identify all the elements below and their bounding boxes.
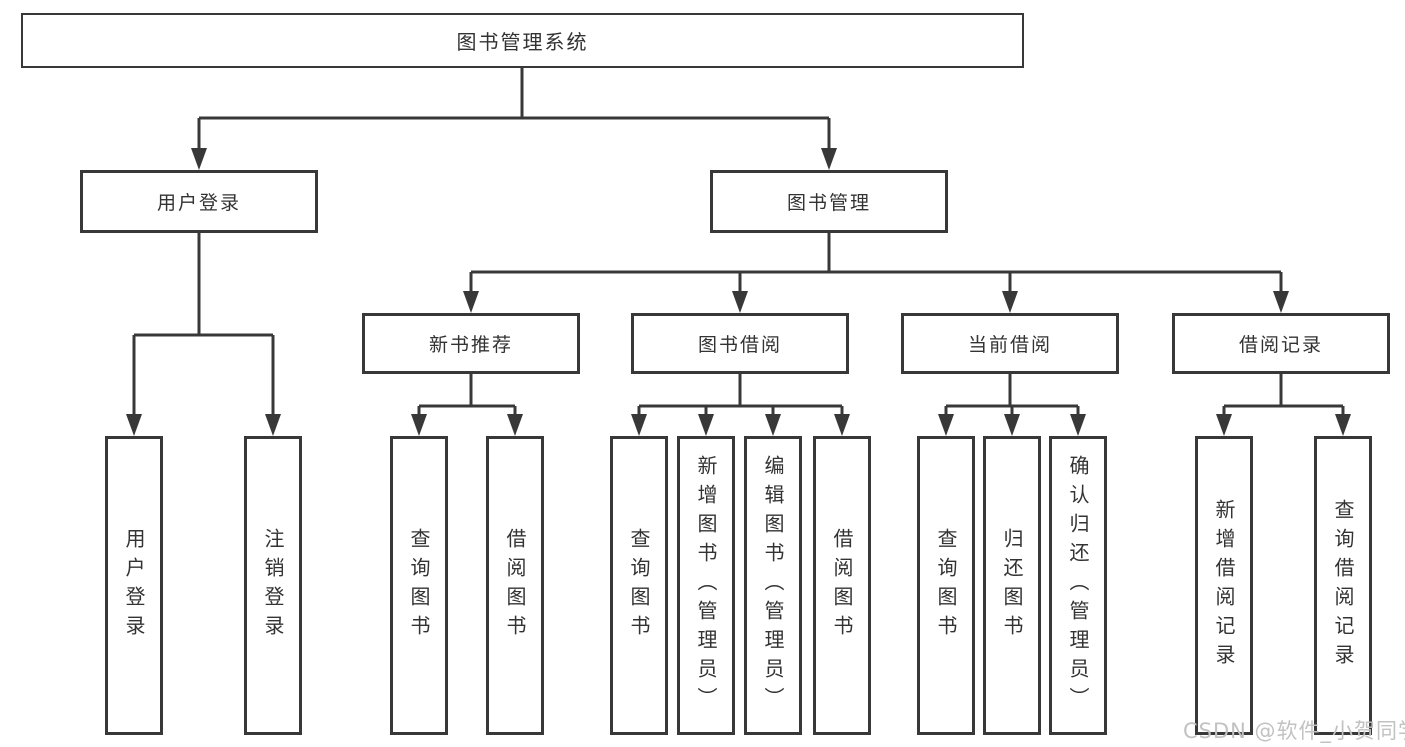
node-current-borrowing: 当前借阅	[901, 313, 1119, 374]
leaf-query-books: 查询图书	[390, 436, 448, 735]
leaf-query-books: 查询图书	[917, 436, 975, 735]
leaf-borrow-books: 借阅图书	[813, 436, 871, 735]
leaf-borrow-books: 借阅图书	[486, 436, 544, 735]
leaf-label: 新增借阅记录	[1212, 498, 1236, 673]
node-label: 图书管理系统	[456, 30, 589, 54]
leaf-query-borrow-record: 查询借阅记录	[1314, 436, 1372, 735]
arrowhead-icons	[126, 148, 1351, 436]
leaf-label: 编辑图书（管理员）	[761, 455, 785, 716]
node-label: 借阅记录	[1238, 334, 1323, 356]
leaf-label: 查询借阅记录	[1331, 498, 1355, 673]
leaf-return-books: 归还图书	[983, 436, 1041, 735]
leaf-label: 归还图书	[1000, 527, 1024, 644]
node-label: 用户登录	[156, 192, 241, 214]
csdn-watermark: CSDN @软件_小贺同学	[1183, 719, 1405, 743]
leaf-label: 注销登录	[261, 527, 285, 644]
leaf-label: 借阅图书	[503, 527, 527, 644]
node-root-system: 图书管理系统	[21, 13, 1024, 68]
leaf-logout: 注销登录	[244, 436, 302, 735]
node-book-borrowing: 图书借阅	[631, 313, 849, 374]
leaf-query-books: 查询图书	[610, 436, 668, 735]
leaf-user-login: 用户登录	[105, 436, 163, 735]
leaf-add-books-admin: 新增图书（管理员）	[677, 436, 735, 735]
leaf-label: 用户登录	[122, 527, 146, 644]
leaf-label: 查询图书	[627, 527, 651, 644]
leaf-confirm-return-admin: 确认归还（管理员）	[1049, 436, 1107, 735]
leaf-label: 查询图书	[407, 527, 431, 644]
leaf-edit-books-admin: 编辑图书（管理员）	[744, 436, 802, 735]
leaf-label: 查询图书	[934, 527, 958, 644]
node-book-management-branch: 图书管理	[710, 170, 948, 233]
node-label: 新书推荐	[428, 334, 513, 356]
node-borrow-records: 借阅记录	[1172, 313, 1390, 374]
leaf-add-borrow-record: 新增借阅记录	[1195, 436, 1253, 735]
node-label: 当前借阅	[967, 334, 1052, 356]
node-user-login-branch: 用户登录	[80, 170, 318, 233]
leaf-label: 确认归还（管理员）	[1066, 455, 1090, 716]
leaf-label: 新增图书（管理员）	[694, 455, 718, 716]
node-label: 图书借阅	[697, 334, 782, 356]
node-label: 图书管理	[786, 192, 871, 214]
node-new-book-recommend: 新书推荐	[362, 313, 580, 374]
leaf-label: 借阅图书	[830, 527, 854, 644]
